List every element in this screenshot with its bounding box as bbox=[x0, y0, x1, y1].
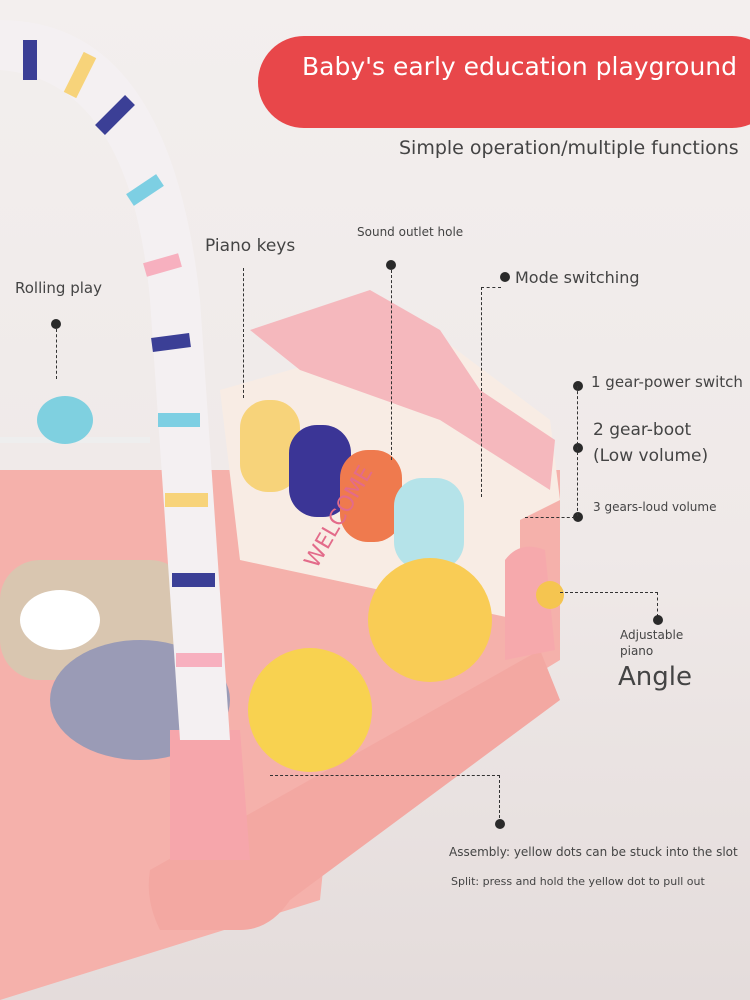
marker-dot bbox=[653, 615, 663, 625]
angle-knob-base bbox=[505, 546, 555, 660]
yellow-rattle bbox=[368, 558, 492, 682]
marker-dot bbox=[495, 819, 505, 829]
label-piano: piano bbox=[620, 644, 654, 658]
banner-subtitle: Simple operation/multiple functions bbox=[399, 137, 739, 159]
label-split: Split: press and hold the yellow dot to … bbox=[451, 875, 705, 888]
label-gear-2-line1: 2 gear-boot bbox=[593, 420, 692, 440]
piano-key-purple bbox=[289, 425, 351, 517]
label-piano-keys: Piano keys bbox=[205, 236, 296, 256]
label-gear-1: 1 gear-power switch bbox=[591, 373, 743, 391]
arch-stripes bbox=[23, 40, 222, 667]
leader-line bbox=[481, 287, 501, 497]
label-sound-outlet: Sound outlet hole bbox=[357, 225, 464, 239]
arch-base bbox=[170, 730, 250, 860]
leader-line bbox=[243, 268, 244, 398]
label-gear-2-line2: (Low volume) bbox=[593, 446, 709, 466]
leader-line bbox=[525, 517, 575, 518]
label-assembly: Assembly: yellow dots can be stuck into … bbox=[449, 845, 738, 859]
label-rolling-play: Rolling play bbox=[15, 279, 102, 297]
title-banner: Baby's early education playground bbox=[258, 36, 750, 128]
leader-line bbox=[391, 270, 392, 460]
rolling-toy bbox=[37, 396, 93, 444]
label-adjustable: Adjustable bbox=[620, 628, 684, 642]
marker-dot bbox=[573, 443, 583, 453]
marker-dot bbox=[573, 512, 583, 522]
banner-title: Baby's early education playground bbox=[302, 52, 738, 81]
label-angle: Angle bbox=[618, 662, 692, 692]
rainbow-arch bbox=[0, 20, 230, 740]
angle-knob bbox=[536, 581, 564, 609]
leader-line bbox=[270, 775, 500, 823]
marker-dot bbox=[573, 381, 583, 391]
piano-key-blue bbox=[394, 478, 464, 570]
label-gear-3: 3 gears-loud volume bbox=[593, 500, 717, 514]
marker-dot bbox=[500, 272, 510, 282]
house-roof bbox=[250, 290, 555, 490]
marker-dot bbox=[386, 260, 396, 270]
leader-line bbox=[560, 592, 658, 617]
base-frame bbox=[148, 650, 560, 930]
duck-toy bbox=[248, 648, 372, 772]
piano-key-orange bbox=[340, 450, 402, 542]
leader-line bbox=[577, 386, 578, 516]
leader-line bbox=[56, 329, 57, 379]
marker-dot bbox=[51, 319, 61, 329]
label-mode-switching: Mode switching bbox=[515, 268, 640, 287]
piano-key-yellow bbox=[240, 400, 300, 492]
